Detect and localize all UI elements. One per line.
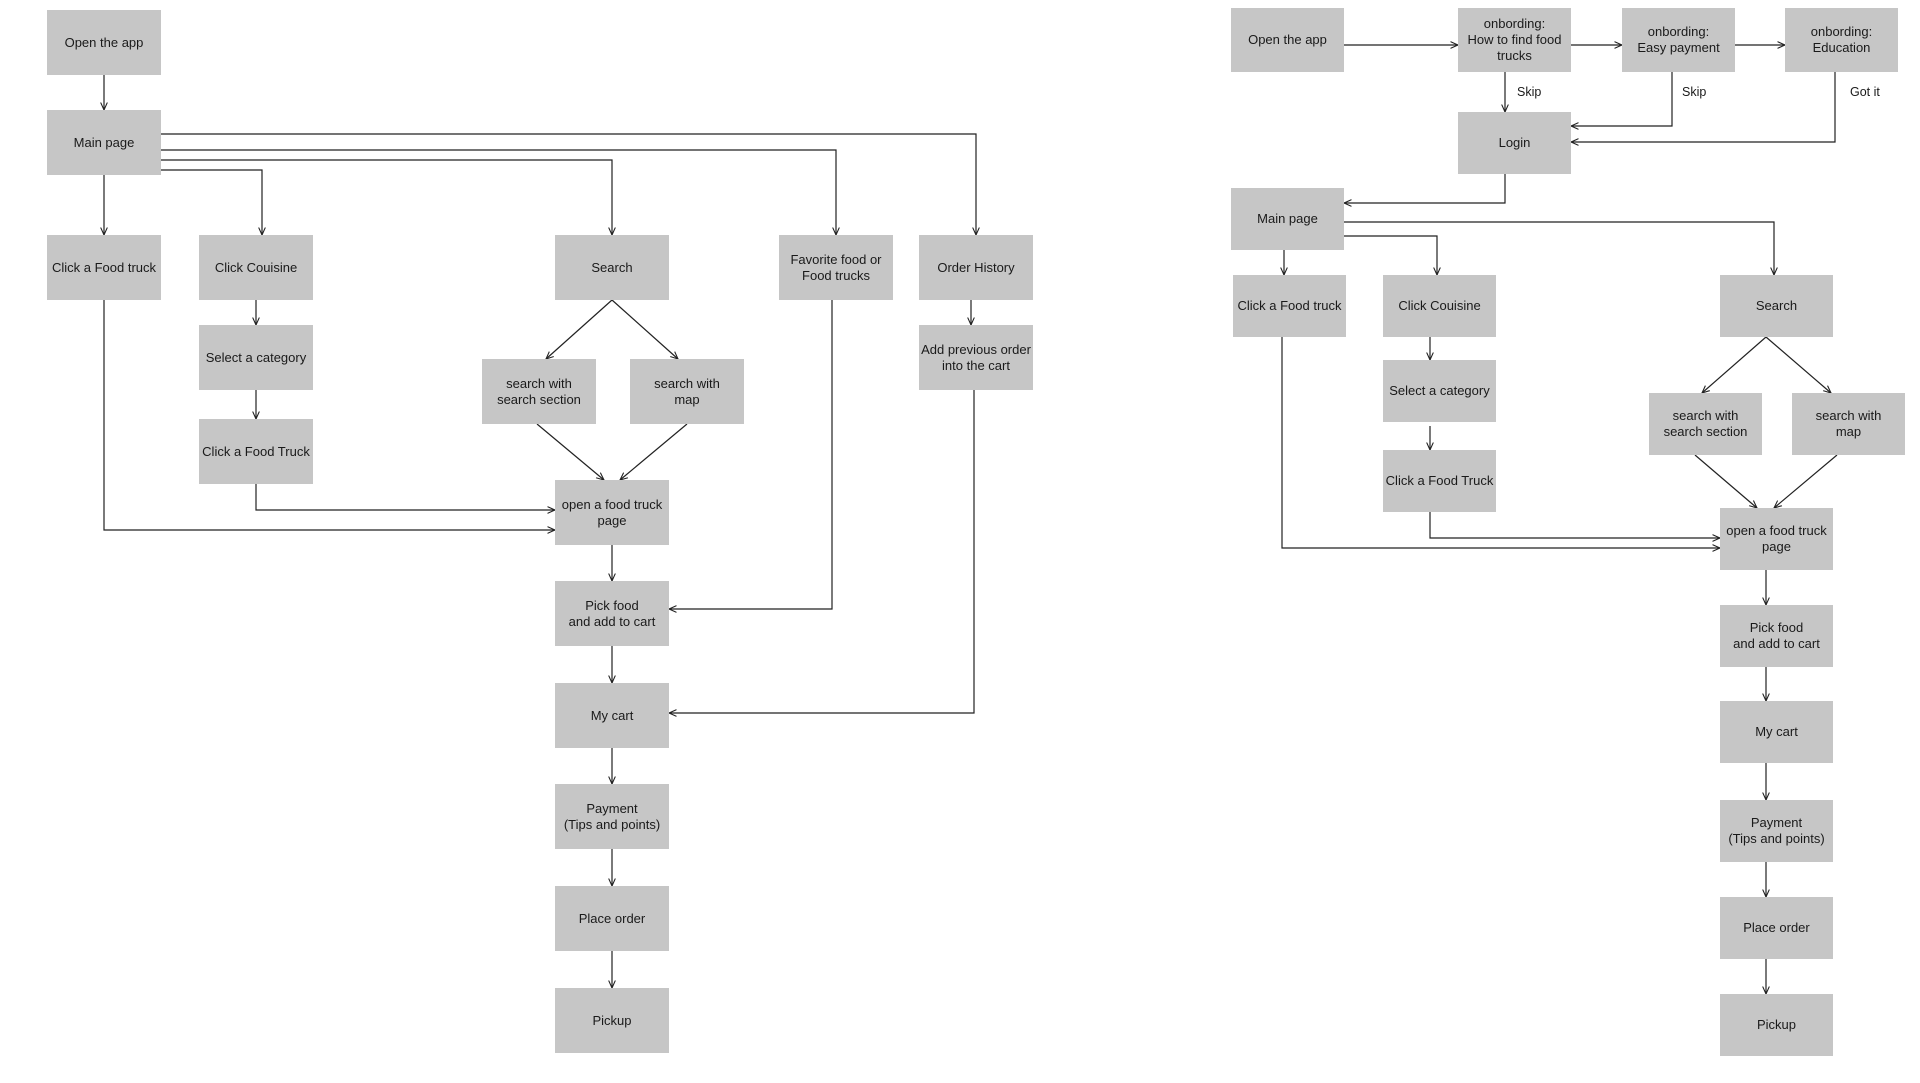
left-flow-node-pickup: Pickup	[555, 988, 669, 1053]
edge-main-to-couisine	[161, 169, 262, 235]
edge-favorite-to-pick	[669, 300, 833, 609]
right-flow-node-login: Login	[1458, 112, 1571, 174]
right-flow-node-open-app: Open the app	[1231, 8, 1344, 72]
left-flow-node-pick-food: Pick food and add to cart	[555, 581, 669, 646]
edge-r-login-to-main	[1344, 174, 1506, 203]
edge-add-to-cart	[669, 390, 975, 713]
left-flow-node-open-app: Open the app	[47, 10, 161, 75]
edge-r-education-to-login	[1571, 72, 1836, 142]
right-flow-node-payment: Payment (Tips and points)	[1720, 800, 1833, 862]
edge-r-search-to-section	[1702, 336, 1767, 393]
right-flow-node-click-couisine: Click Couisine	[1383, 275, 1496, 337]
edge-couisine-truck-to-truckpage	[255, 484, 555, 510]
left-flow-node-order-history: Order History	[919, 235, 1033, 300]
right-flow-node-search-section: search with search section	[1649, 393, 1762, 455]
edge-r-couisine-truck-to-truckpage	[1429, 512, 1720, 538]
edge-label-got-it: Got it	[1850, 85, 1880, 99]
right-flow-node-search-map: search with map	[1792, 393, 1905, 455]
right-flow-node-select-category: Select a category	[1383, 360, 1496, 422]
left-flow-node-add-previous: Add previous order into the cart	[919, 325, 1033, 390]
left-flow-node-click-food-truck-2: Click a Food Truck	[199, 419, 313, 484]
edge-label-skip: Skip	[1517, 85, 1542, 99]
edge-search-to-section	[546, 299, 613, 359]
right-flow-node-pick-food: Pick food and add to cart	[1720, 605, 1833, 667]
edge-r-click-truck-to-truckpage	[1281, 337, 1720, 548]
edge-r-search-to-map	[1765, 336, 1831, 393]
edge-main-to-search	[161, 159, 612, 235]
edge-r-main-to-couisine	[1344, 235, 1437, 275]
left-flow-node-place-order: Place order	[555, 886, 669, 951]
right-flow-node-open-truck-page: open a food truck page	[1720, 508, 1833, 570]
right-flow-node-onb-education: onbording: Education	[1785, 8, 1898, 72]
edge-r-map-to-truckpage	[1774, 454, 1838, 508]
edge-r-section-to-truckpage	[1694, 454, 1757, 508]
edge-r-payment-to-login	[1571, 72, 1673, 126]
right-flow-node-pickup: Pickup	[1720, 994, 1833, 1056]
left-flow-node-payment: Payment (Tips and points)	[555, 784, 669, 849]
left-flow-node-click-food-truck: Click a Food truck	[47, 235, 161, 300]
left-flow-node-favorite: Favorite food or Food trucks	[779, 235, 893, 300]
right-flow-node-click-food-truck-2: Click a Food Truck	[1383, 450, 1496, 512]
left-flow-node-my-cart: My cart	[555, 683, 669, 748]
edge-r-main-to-search	[1344, 221, 1774, 275]
left-flow-node-search: Search	[555, 235, 669, 300]
left-flow-node-select-category: Select a category	[199, 325, 313, 390]
edge-map-to-truckpage	[620, 423, 688, 480]
left-flow-node-main-page: Main page	[47, 110, 161, 175]
left-flow-node-search-map: search with map	[630, 359, 744, 424]
left-flow-node-click-couisine: Click Couisine	[199, 235, 313, 300]
right-flow-node-onb-find: onbording: How to find food trucks	[1458, 8, 1571, 72]
right-flow-node-click-food-truck: Click a Food truck	[1233, 275, 1346, 337]
edge-main-to-history	[161, 133, 976, 235]
right-flow-node-search: Search	[1720, 275, 1833, 337]
right-flow-node-main-page: Main page	[1231, 188, 1344, 250]
right-flow-node-my-cart: My cart	[1720, 701, 1833, 763]
edge-label-skip: Skip	[1682, 85, 1707, 99]
edge-section-to-truckpage	[536, 423, 604, 480]
edge-search-to-map	[611, 299, 678, 359]
right-flow-node-place-order: Place order	[1720, 897, 1833, 959]
edge-main-to-favorite	[161, 149, 836, 235]
edge-click-truck-to-truckpage	[103, 300, 555, 530]
left-flow-node-search-section: search with search section	[482, 359, 596, 424]
right-flow-node-onb-payment: onbording: Easy payment	[1622, 8, 1735, 72]
left-flow-node-open-truck-page: open a food truck page	[555, 480, 669, 545]
